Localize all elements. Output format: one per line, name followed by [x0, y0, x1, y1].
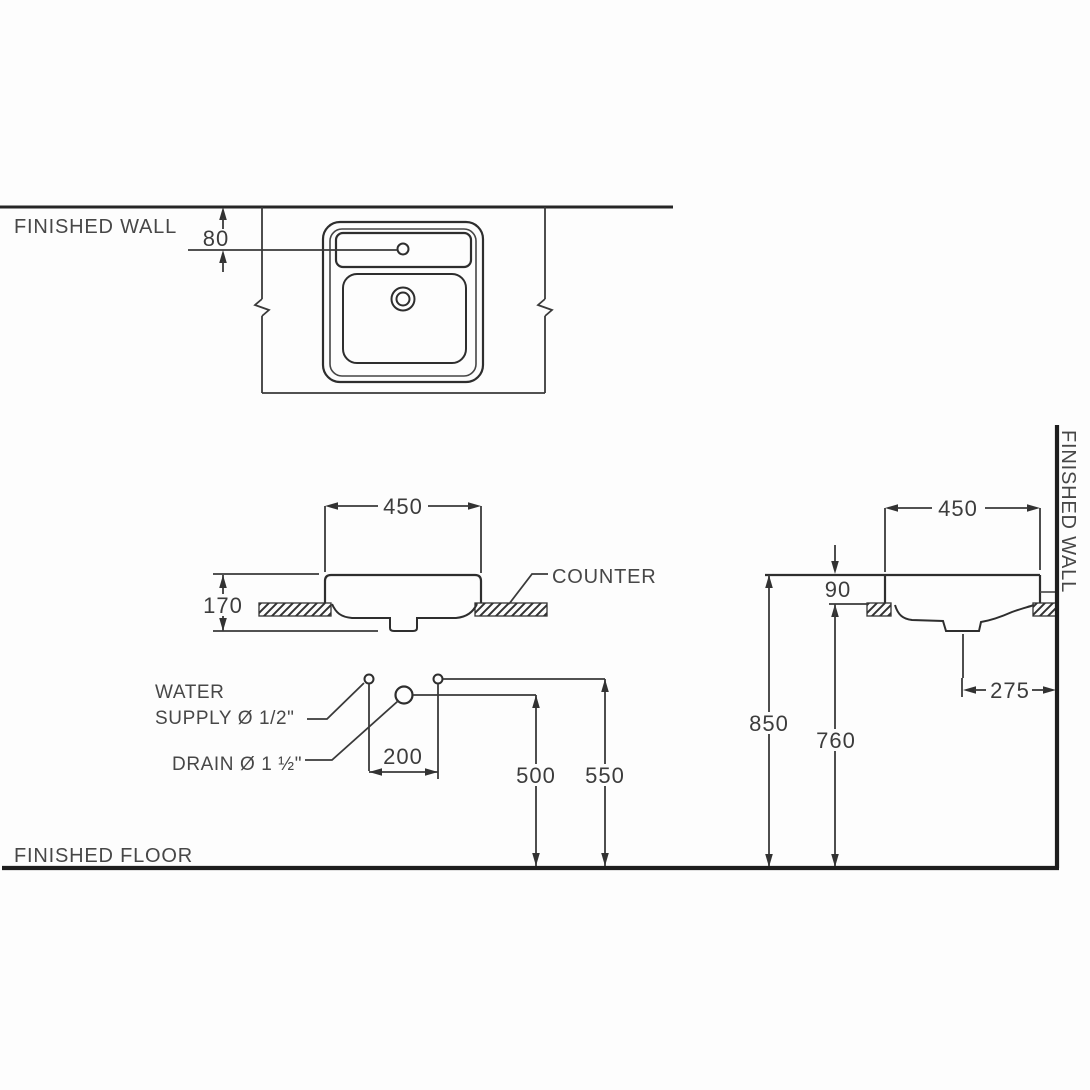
dim-text-bg: [514, 764, 558, 786]
arrowhead: [219, 575, 227, 588]
arrowhead: [765, 575, 773, 588]
water-supply-label-line2: SUPPLY Ø 1/2": [155, 708, 295, 729]
arrowhead: [532, 853, 540, 866]
sink-inner-rim-plan: [329, 228, 477, 377]
dim-275: 275: [990, 678, 1030, 703]
water-supply-point-left: [363, 673, 375, 685]
water-supply-leader: [307, 682, 365, 720]
arrowhead: [1027, 504, 1040, 512]
arrowhead: [601, 679, 609, 692]
arrowhead: [219, 207, 227, 220]
dim-450-side: 450: [938, 496, 978, 521]
drain-hole-inner: [395, 291, 411, 307]
arrowhead: [963, 686, 976, 694]
sink-bowl-side: [894, 604, 1035, 632]
arrowhead: [765, 854, 773, 867]
counter-section-side-right: [1032, 602, 1058, 617]
arrowhead: [831, 854, 839, 867]
dim-760: 760: [816, 728, 856, 753]
faucet-hole: [396, 242, 410, 256]
drain-point: [394, 685, 414, 705]
arrowhead: [468, 502, 481, 510]
dim-450-front: 450: [383, 494, 423, 519]
dim-550: 550: [585, 763, 625, 788]
sink-outer-rim-plan: [321, 220, 485, 384]
dim-200: 200: [383, 744, 423, 769]
drain-leader: [305, 700, 399, 761]
arrowhead: [219, 250, 227, 263]
dim-text-bg: [747, 712, 791, 734]
water-supply-label-line1: WATER: [155, 682, 225, 703]
counter-leader: [508, 573, 548, 605]
counter-section-front-right: [474, 602, 548, 617]
drain-label: DRAIN Ø 1 ½": [172, 754, 302, 775]
arrowhead: [885, 504, 898, 512]
arrowhead: [831, 561, 839, 574]
water-supply-point-right: [432, 673, 444, 685]
dim-850: 850: [749, 711, 789, 736]
drain-hole-outer: [390, 286, 416, 312]
dim-90: 90: [825, 577, 851, 602]
finished-wall-top-label: FINISHED WALL: [14, 216, 177, 238]
dim-170: 170: [203, 593, 243, 618]
sink-bowl-front: [331, 603, 478, 632]
counter-section-side-left: [866, 602, 892, 617]
arrowhead: [425, 768, 438, 776]
dim-text-bg: [583, 764, 627, 786]
break-symbol-left: [253, 298, 271, 317]
arrowhead: [325, 502, 338, 510]
sink-rim-front: [323, 573, 483, 603]
arrowhead: [219, 618, 227, 631]
arrowhead: [532, 695, 540, 708]
basin-plan: [342, 273, 467, 364]
arrowhead: [369, 768, 382, 776]
arrowhead: [601, 853, 609, 866]
dim-text-bg: [813, 729, 857, 751]
finished-floor-label: FINISHED FLOOR: [14, 845, 193, 867]
finished-wall-right-label: FINISHED WALL: [1057, 430, 1079, 593]
arrowhead: [1043, 686, 1056, 694]
dim-80: 80: [203, 226, 229, 251]
counter-section-front-left: [258, 602, 332, 617]
break-symbol-right: [536, 298, 554, 317]
dim-text-bg: [201, 594, 245, 616]
counter-label: COUNTER: [552, 566, 657, 588]
dim-500: 500: [516, 763, 556, 788]
